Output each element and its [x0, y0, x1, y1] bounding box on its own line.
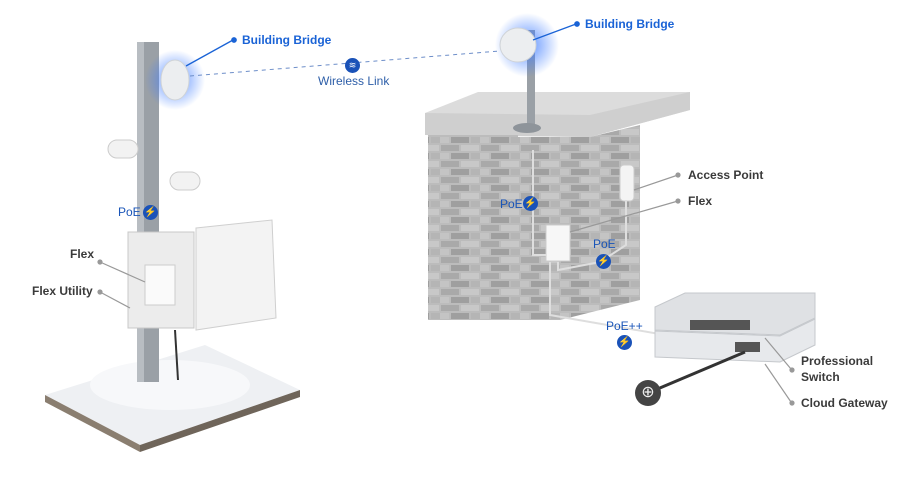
building-bridge-device-right — [499, 27, 537, 63]
label-building-bridge-right: Building Bridge — [585, 17, 675, 31]
access-point-device — [619, 164, 635, 202]
camera — [169, 171, 201, 191]
label-cloud-gateway: Cloud Gateway — [801, 396, 888, 410]
lightning-bolt-icon: ⚡ — [143, 205, 158, 220]
brick-wall-front — [428, 135, 518, 320]
wireless-icon: ≋ — [345, 58, 360, 73]
brick-wall-side — [518, 125, 640, 320]
camera — [107, 139, 139, 159]
label-poe-building: PoE — [500, 197, 523, 211]
label-professional-switch: Professional — [801, 354, 874, 368]
label-poe-flex: PoE — [593, 237, 616, 251]
label-poe-plus: PoE++ — [606, 319, 643, 333]
label-flex-utility: Flex Utility — [32, 284, 93, 298]
label-professional-switch-line2: Switch — [801, 370, 840, 384]
flex-switch-left — [144, 264, 176, 306]
label-flex-left: Flex — [70, 247, 95, 261]
label-poe-pole: PoE — [118, 205, 141, 219]
label-access-point: Access Point — [688, 168, 764, 182]
flex-switch-right — [545, 224, 571, 262]
label-wireless-link: Wireless Link — [318, 74, 390, 88]
label-building-bridge-left: Building Bridge — [242, 33, 332, 47]
enclosure-door — [195, 219, 277, 331]
globe-icon: ⊕ — [635, 380, 661, 406]
cloud-gateway — [654, 318, 816, 363]
label-flex-right: Flex — [688, 194, 713, 208]
lightning-bolt-icon: ⚡ — [596, 254, 611, 269]
lightning-bolt-icon: ⚡ — [523, 196, 538, 211]
building-bridge-device-left — [160, 59, 190, 101]
lightning-bolt-icon: ⚡ — [617, 335, 632, 350]
